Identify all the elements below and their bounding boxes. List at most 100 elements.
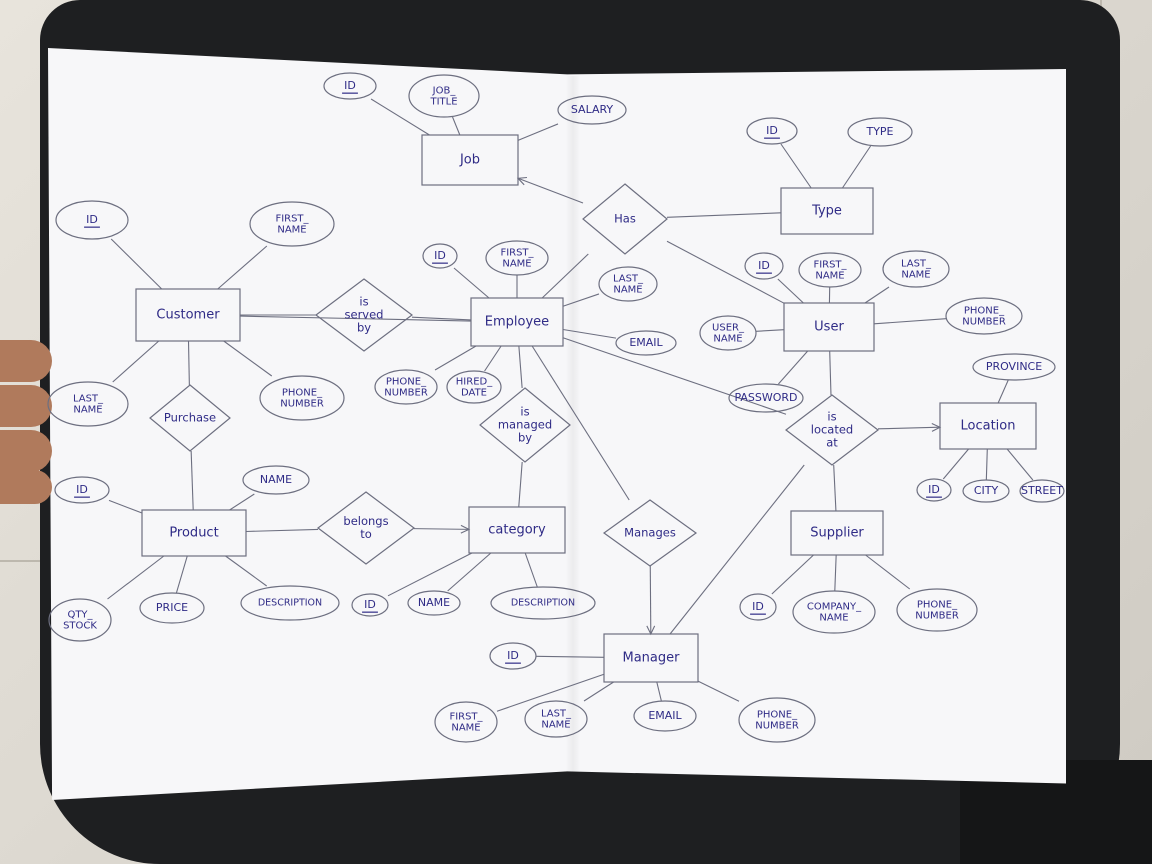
attribute-label-sup-phone: NUMBER: [915, 611, 959, 622]
entity-type: [780, 187, 874, 235]
connector-line: [453, 267, 490, 299]
relationship-label-has: Has: [614, 212, 636, 226]
attribute-user-id: [744, 252, 784, 280]
relationship-label-is-managed-by: managed: [498, 418, 552, 432]
attribute-label-loc-city: CITY: [974, 484, 999, 497]
entity-label-customer: Customer: [156, 308, 220, 323]
relationship-label-is-served-by: is: [359, 295, 368, 309]
attribute-label-loc-street: STREET: [1021, 484, 1063, 497]
attribute-mgr-id: [489, 642, 537, 670]
attribute-cat-id: [351, 593, 389, 617]
attribute-loc-id: [916, 478, 952, 502]
connector-line: [107, 555, 165, 600]
attribute-label-cust-first: FIRST_: [275, 213, 309, 224]
attribute-label-cust-phone: PHONE_: [282, 387, 323, 398]
attribute-sup-company: [792, 590, 876, 634]
connector-line: [239, 315, 472, 322]
connector-line: [517, 177, 584, 204]
relationship-label-purchase: Purchase: [164, 411, 216, 425]
attribute-loc-city: [962, 479, 1010, 503]
connector-line: [697, 680, 740, 702]
attribute-label-mgr-first: FIRST_: [449, 711, 483, 722]
attribute-label-prod-name: NAME: [260, 473, 292, 486]
connector-line: [942, 448, 970, 480]
attribute-user-username: [699, 315, 757, 351]
attribute-user-password: [728, 383, 804, 413]
connector-line: [217, 245, 268, 290]
connector-line: [524, 552, 538, 588]
attribute-label-user-id: ID: [758, 259, 770, 272]
connector-line: [833, 464, 837, 512]
relationship-label-is-located-at: at: [826, 435, 838, 449]
attribute-label-sup-company: NAME: [819, 613, 848, 624]
connector-line: [518, 345, 523, 389]
connector-line: [771, 554, 814, 595]
attribute-label-prod-qty: QTY_: [67, 609, 93, 620]
connector-line: [452, 116, 461, 136]
entity-product: [141, 509, 247, 557]
attribute-label-emp-first: FIRST_: [500, 247, 534, 258]
attribute-label-sup-id: ID: [752, 600, 764, 613]
hand-finger: [0, 470, 52, 504]
attribute-label-emp-hired: HIRED_: [456, 376, 493, 387]
attribute-cust-id: [55, 200, 129, 240]
attribute-label-user-last: NAME: [901, 270, 930, 281]
attribute-emp-email: [615, 330, 677, 356]
attribute-sup-id: [739, 593, 777, 621]
connector-layer: [107, 98, 1034, 712]
attribute-mgr-last: [524, 700, 588, 738]
connector-line: [229, 493, 255, 511]
relationship-label-is-managed-by: by: [518, 430, 532, 444]
connector-line: [531, 345, 630, 501]
attribute-label-job-title: JOB_: [432, 85, 457, 96]
attribute-cat-desc: [490, 586, 596, 620]
attribute-label-user-first: NAME: [815, 271, 844, 282]
attribute-label-prod-qty: STOCK: [63, 621, 97, 632]
entity-label-employee: Employee: [485, 315, 549, 330]
relationship-has: [582, 183, 668, 255]
attribute-loc-street: [1019, 479, 1065, 503]
hand-finger: [0, 385, 52, 427]
attribute-label-user-password: PASSWORD: [734, 391, 797, 404]
connector-line: [997, 379, 1009, 404]
paper-sheet: [48, 48, 1066, 800]
attribute-label-user-phone: NUMBER: [962, 317, 1006, 328]
connector-line: [496, 673, 605, 712]
connector-line: [447, 552, 492, 592]
entity-job: [421, 134, 519, 186]
attribute-label-emp-phone: PHONE_: [386, 376, 427, 387]
relationship-is-located-at: [785, 394, 879, 466]
entity-employee: [470, 297, 564, 347]
connector-line: [190, 450, 194, 511]
attribute-label-sup-phone: PHONE_: [917, 599, 958, 610]
connector-line: [110, 238, 163, 290]
attribute-prod-id: [54, 476, 110, 504]
attribute-label-loc-id: ID: [928, 483, 940, 496]
connector-line: [535, 655, 605, 658]
relationship-manages: [602, 499, 698, 567]
entity-user: [783, 302, 875, 352]
connector-line: [411, 316, 472, 321]
connector-line: [108, 499, 143, 514]
connector-line: [1006, 448, 1034, 481]
entity-label-type: Type: [811, 204, 842, 219]
entity-label-category: category: [488, 523, 546, 538]
entity-category: [468, 506, 566, 554]
connector-line: [755, 329, 785, 332]
attribute-label-emp-last: LAST_: [613, 273, 644, 284]
relationship-label-belongs-to: to: [360, 527, 372, 541]
connector-line: [484, 345, 502, 372]
connector-line: [245, 528, 319, 533]
attribute-label-cust-last: NAME: [73, 405, 102, 416]
relationship-label-manages: Manages: [624, 526, 676, 540]
entity-label-job: Job: [459, 153, 480, 168]
connector-line: [666, 212, 782, 218]
tile-grout: [0, 560, 48, 562]
attribute-label-prod-price: PRICE: [156, 601, 188, 614]
paper-fold: [566, 76, 580, 776]
attribute-prod-desc: [240, 585, 340, 621]
connector-line: [541, 253, 589, 299]
relationship-belongs-to: [317, 491, 415, 565]
connector-line: [877, 426, 941, 430]
attribute-label-cat-desc: DESCRIPTION: [511, 598, 575, 609]
